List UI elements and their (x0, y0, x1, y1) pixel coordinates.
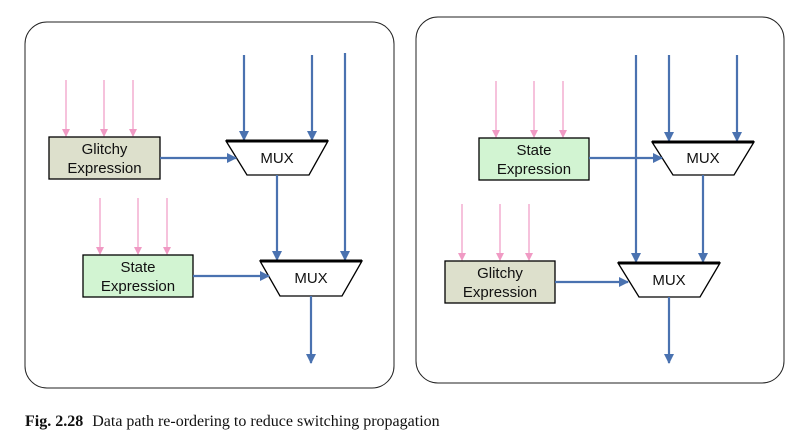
left-top-block-label-line1: Glitchy (82, 141, 128, 158)
left-mux-top-label: MUX (260, 150, 293, 167)
right-bottom-block-label-line2: Expression (463, 284, 537, 301)
right-mux-top-label: MUX (686, 150, 719, 167)
right-bottom-block-label-line1: Glitchy (477, 265, 523, 282)
figure-caption: Fig. 2.28 Data path re-ordering to reduce… (25, 413, 440, 431)
right-glitchy-expression-block (444, 260, 556, 304)
left-panel-frame (24, 21, 395, 389)
left-panel: Glitchy Expression MUX State Expression … (24, 21, 395, 389)
left-top-block-label-line2: Expression (67, 160, 141, 177)
right-top-block-label-line2: Expression (497, 161, 571, 178)
figure-caption-text: Data path re-ordering to reduce switchin… (92, 413, 440, 430)
left-mux-bottom-label: MUX (294, 270, 327, 287)
left-bottom-block-label-line2: Expression (101, 278, 175, 295)
left-state-expression-block (82, 254, 194, 298)
right-mux-bottom-label: MUX (652, 272, 685, 289)
left-bottom-block-label-line1: State (120, 259, 155, 276)
right-top-block-label-line1: State (516, 142, 551, 159)
figure-number: Fig. 2.28 (25, 413, 84, 430)
right-panel: State Expression MUX Glitchy Expression … (415, 16, 785, 384)
right-panel-frame (415, 16, 785, 384)
right-state-expression-block (478, 137, 590, 181)
left-glitchy-expression-block (48, 136, 161, 180)
